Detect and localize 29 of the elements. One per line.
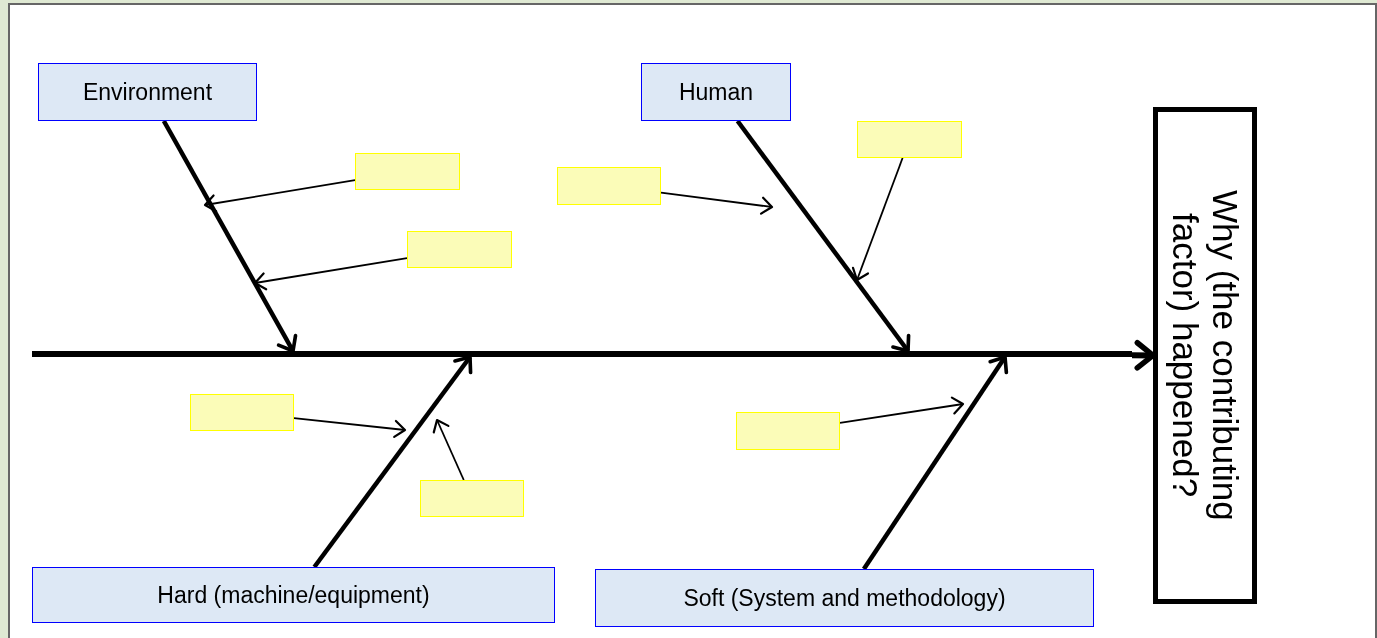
arrow: [253, 257, 408, 291]
category-box: [32, 567, 555, 623]
category-label: Human: [678, 78, 754, 106]
category-box: [38, 63, 257, 121]
category-box: [595, 569, 1094, 627]
cause-box: [736, 412, 840, 450]
arrow: [203, 179, 356, 213]
arrow: [293, 417, 407, 438]
category-box: [641, 63, 791, 121]
spine-bar: [32, 351, 1132, 357]
bone-arrow: [862, 355, 1009, 571]
bone-arrow: [161, 119, 298, 353]
cause-box: [557, 167, 661, 205]
arrow: [851, 157, 904, 282]
bone-arrow: [312, 355, 473, 569]
arrow: [839, 396, 965, 424]
cause-box: [407, 231, 512, 268]
bone-arrow: [735, 119, 911, 353]
cause-box: [420, 480, 524, 517]
arrow: [660, 191, 774, 215]
problem-text: Why (the contributing factor) happened?: [1165, 189, 1246, 523]
arrow: [432, 418, 465, 481]
cause-box: [857, 121, 962, 158]
cause-box: [190, 394, 294, 431]
category-label: Soft (System and methodology): [683, 584, 1006, 612]
category-label: Environment: [82, 78, 213, 106]
cause-box: [355, 153, 460, 190]
category-label: Hard (machine/equipment): [157, 581, 430, 609]
problem-box: [1153, 107, 1257, 604]
